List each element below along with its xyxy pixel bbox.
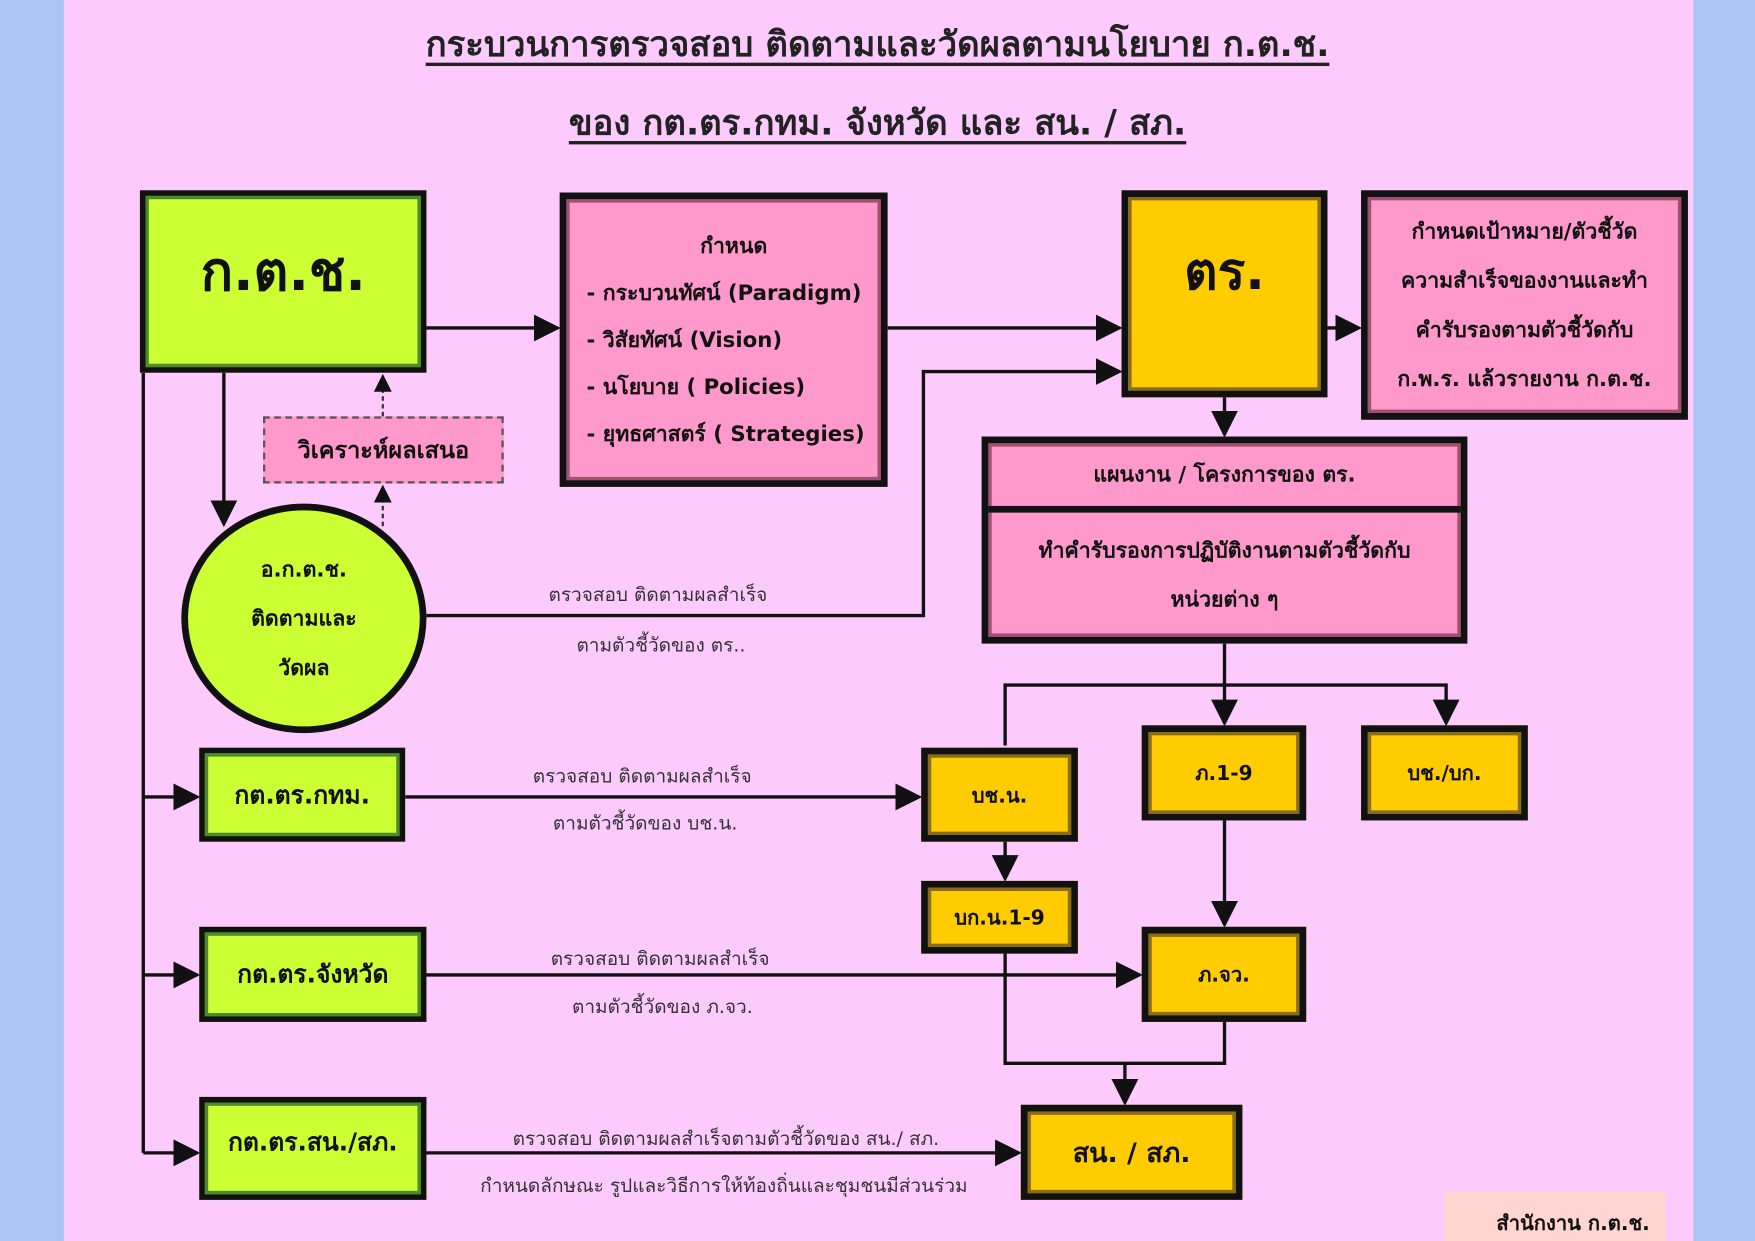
label-station-participation: กำหนดลักษณะ รูปและวิธีการให้ท้องถิ่นและช… [480, 1175, 968, 1198]
region-box: ภ.1-9 [1141, 725, 1307, 821]
label-station-check: ตรวจสอบ ติดตามผลสำเร็จตามตัวชี้วัดของ สน… [512, 1128, 940, 1151]
label-prov-kpi: ตามตัวชี้วัดของ ภ.จว. [571, 996, 753, 1019]
title-line-2: ของ กต.ตร.กทม. จังหวัด และ สน. / สภ. [568, 102, 1187, 144]
bkk-box: กต.ตร.กทม. [199, 747, 406, 842]
label-sub-kpi: ตามตัวชี้วัดของ ตร.. [576, 634, 746, 658]
plan-header: แผนงาน / โครงการของ ตร. [988, 443, 1461, 513]
ktch-box: ก.ต.ช. [139, 190, 427, 373]
label-bkk-kpi: ตามตัวชี้วัดของ บช.น. [552, 812, 738, 835]
office-label: สำนักงาน ก.ต.ช. [1443, 1192, 1666, 1241]
goals-box: กำหนดเป้าหมาย/ตัวชี้วัดความสำเร็จของงานแ… [1361, 190, 1688, 420]
title-line-1: กระบวนการตรวจสอบ ติดตามและวัดผลตามนโยบาย… [425, 24, 1330, 65]
arrow-sub-police [426, 358, 1123, 618]
label-prov-check: ตรวจสอบ ติดตามผลสำเร็จ [550, 948, 770, 971]
define-box: กำหนด - กระบวนทัศน์ (Paradigm) - วิสัยทั… [559, 192, 888, 487]
province-box: กต.ตร.จังหวัด [199, 926, 427, 1022]
plan-box: แผนงาน / โครงการของ ตร. ทำคำรับรองการปฏิ… [981, 436, 1468, 644]
prov-police-box: ภ.จว. [1141, 926, 1307, 1022]
label-bkk-check: ตรวจสอบ ติดตามผลสำเร็จ [532, 765, 752, 788]
police-box: ตร. [1121, 190, 1328, 398]
station-committee-box: กต.ตร.สน./สภ. [199, 1096, 427, 1200]
label-sub-check: ตรวจสอบ ติดตามผลสำเร็จ [548, 584, 768, 607]
mpb-box: บช.น. [921, 747, 1078, 842]
subcommittee-circle: อ.ก.ต.ช.ติดตามและวัดผล [181, 503, 427, 734]
mpd-box: บก.น.1-9 [921, 880, 1078, 954]
analyze-box: วิเคราะห์ผลเสนอ [263, 416, 504, 484]
bureau-box: บช./บก. [1361, 725, 1528, 821]
stations-box: สน. / สภ. [1020, 1104, 1243, 1200]
